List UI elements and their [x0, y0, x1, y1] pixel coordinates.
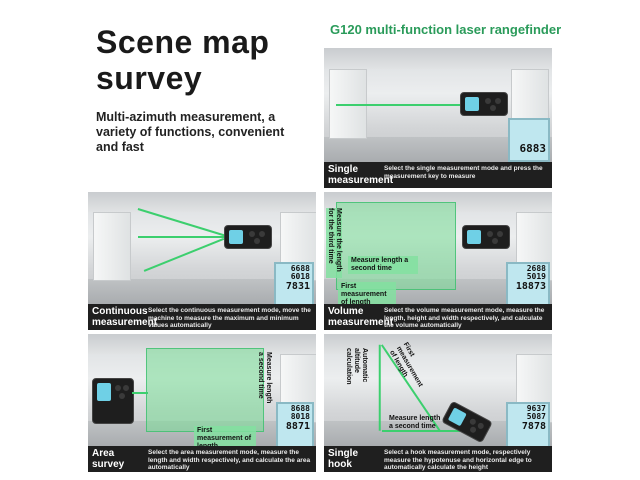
- lcd-reading: 7878: [521, 420, 546, 432]
- panel-continuous: 6688 6018 7831 Continuous measurement Se…: [88, 192, 316, 330]
- lcd-reading: 6018: [290, 272, 310, 282]
- area-plane: [146, 348, 264, 432]
- laser-beam: [379, 344, 381, 431]
- rangefinder-device: [462, 225, 510, 249]
- room-photo: Automatic altitude calculation First mea…: [324, 334, 552, 446]
- room-photo: 6688 6018 7831: [88, 192, 316, 304]
- laser-beam: [143, 237, 225, 272]
- laser-beam: [132, 392, 148, 394]
- lcd-reading: 6688: [290, 264, 310, 273]
- laser-beam: [138, 236, 226, 238]
- lcd-reading: 18873: [515, 280, 546, 292]
- lcd-reading: 6883: [519, 142, 547, 155]
- lcd-reading: 5087: [526, 412, 546, 422]
- headline-line2: survey: [96, 60, 203, 96]
- panel-title: Single hook: [328, 448, 359, 470]
- lcd-reading: 2688: [526, 264, 546, 273]
- label-second-length: Measure length a second time: [257, 352, 272, 404]
- lcd-reading: 8688: [290, 404, 310, 413]
- product-title: G120 multi-function laser rangefinder: [330, 22, 562, 37]
- laser-beam: [137, 208, 227, 237]
- laser-beam: [336, 104, 464, 106]
- headline: Scene map survey: [96, 24, 269, 96]
- lcd-display: 9637 5087 7878: [506, 402, 550, 446]
- label-first-length: First measurement of length: [194, 426, 256, 446]
- panel-description: Select the single measurement mode and p…: [384, 165, 543, 180]
- lcd-display: 6688 6018 7831: [274, 262, 314, 304]
- panel-description: Select the continuous measurement mode, …: [148, 307, 311, 329]
- room-photo: Measure length a second time First measu…: [88, 334, 316, 446]
- panel-description: Select a hook measurement mode, respecti…: [384, 449, 532, 471]
- caption-bar: Single measurement Select the single mea…: [324, 162, 552, 188]
- panel-title: Area survey: [92, 448, 125, 470]
- rangefinder-device: [460, 92, 508, 116]
- volume-plane: [336, 202, 456, 290]
- panel-description: Select the area measurement mode, measur…: [148, 449, 311, 471]
- lcd-reading: 7831: [285, 280, 310, 292]
- panel-description: Select the volume measurement mode, meas…: [384, 307, 545, 329]
- panel-hook: Automatic altitude calculation First mea…: [324, 334, 552, 472]
- panel-single: 6883 Single measurement Select the singl…: [324, 48, 552, 188]
- panel-title: Continuous measurement: [92, 306, 158, 328]
- lcd-reading: 9637: [526, 404, 546, 413]
- label-second-length: Measure length a second time: [348, 256, 418, 274]
- rangefinder-device: [224, 225, 272, 249]
- room-photo: 6883: [324, 48, 552, 162]
- label-first-length: First measurement of length: [338, 282, 396, 304]
- caption-bar: Single hook Select a hook measurement mo…: [324, 446, 552, 472]
- lcd-display: 8688 8018 8871: [276, 402, 314, 446]
- label-auto-altitude: Automatic altitude calculation: [345, 348, 368, 385]
- label-second-length: Measure length a second time: [389, 415, 441, 430]
- window: [328, 68, 368, 139]
- caption-bar: Continuous measurement Select the contin…: [88, 304, 316, 330]
- lcd-reading: 5019: [526, 272, 546, 282]
- panel-title: Single measurement: [328, 164, 394, 186]
- window: [92, 212, 132, 282]
- panel-title: Volume measurement: [328, 306, 394, 328]
- panel-area: Measure length a second time First measu…: [88, 334, 316, 472]
- lcd-display: 2688 5019 18873: [506, 262, 550, 304]
- caption-bar: Volume measurement Select the volume mea…: [324, 304, 552, 330]
- rangefinder-device: [92, 378, 134, 424]
- room-photo: Measure the length for the third time Me…: [324, 192, 552, 304]
- lcd-display: 6883: [508, 118, 550, 162]
- subtitle: Multi-azimuth measurement, a variety of …: [96, 110, 285, 154]
- panel-volume: Measure the length for the third time Me…: [324, 192, 552, 330]
- laser-beam: [382, 430, 478, 432]
- caption-bar: Area survey Select the area measurement …: [88, 446, 316, 472]
- lcd-reading: 8018: [290, 412, 310, 422]
- lcd-reading: 8871: [285, 420, 310, 432]
- label-third-length: Measure the length for the third time: [326, 208, 342, 278]
- headline-line1: Scene map: [96, 24, 270, 60]
